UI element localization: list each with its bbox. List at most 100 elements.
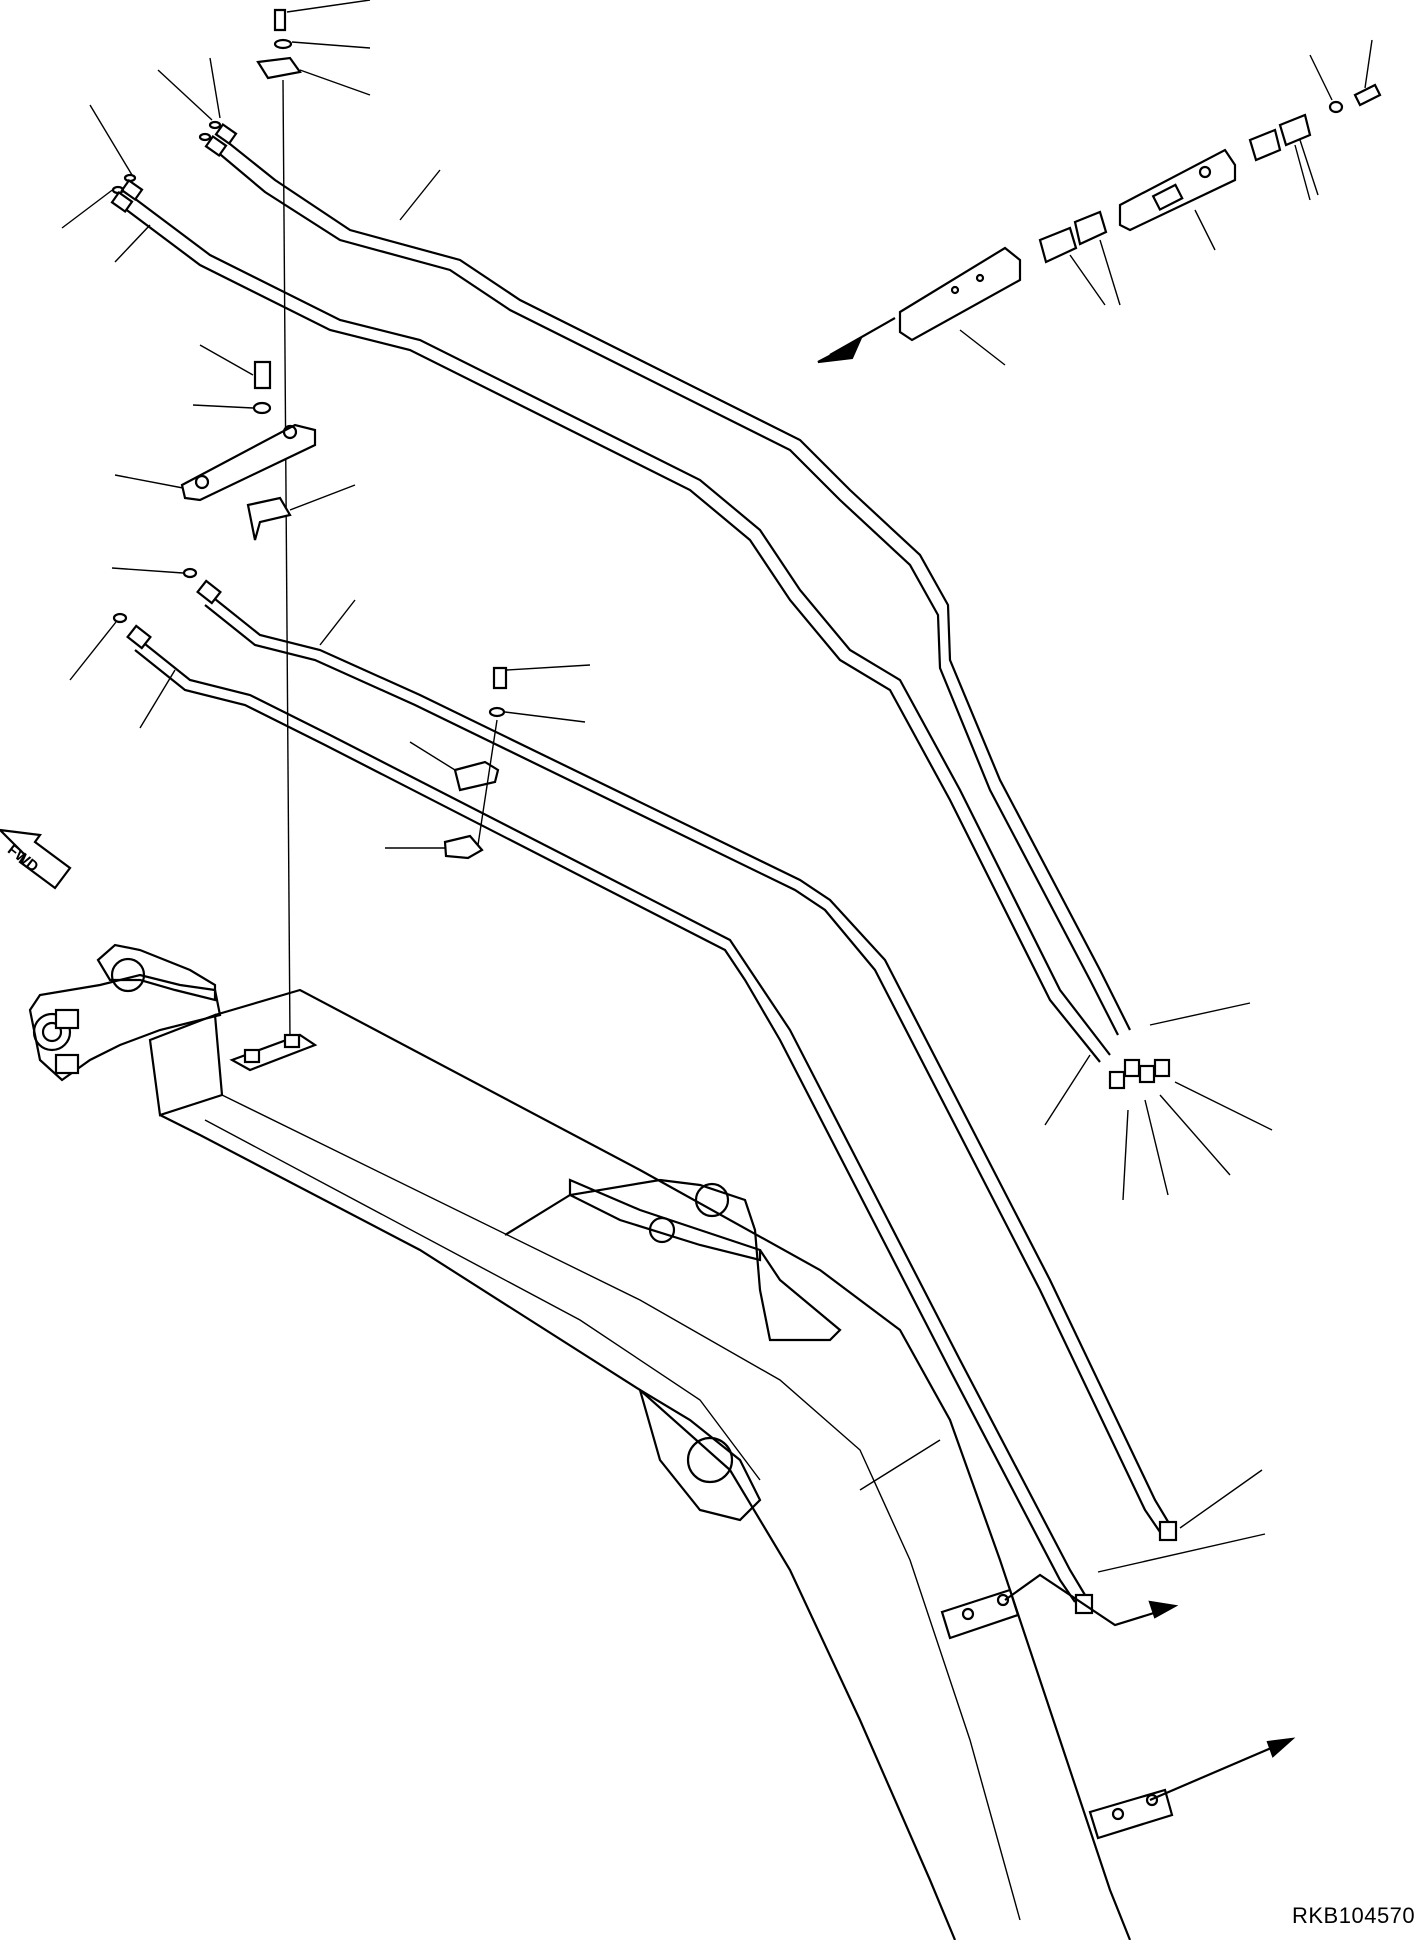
pipe-upper-3 [129,194,1111,1056]
leader-9 [399,169,441,221]
fitting-lower-2 [1138,1064,1156,1084]
arm-cylinder-bracket-plate [568,1178,762,1262]
leader-31 [1044,1054,1091,1126]
leader-26 [1294,144,1311,201]
leader-11 [192,404,254,409]
detail-block-mid-hole [1198,165,1212,179]
washer-low [488,706,506,718]
leader-lines [61,0,1373,1573]
leader-2 [291,41,371,49]
fitting-lower-pipe-3 [1158,1520,1178,1542]
section-arrow-2-line [1149,1740,1286,1802]
washer-mid [252,401,272,415]
clamp-low-1 [453,760,500,792]
boom-panel-line-2 [204,1119,761,1481]
leader-10 [199,344,254,376]
leader-4 [157,69,213,121]
leader-15 [69,621,117,681]
leader-34 [1159,1094,1231,1176]
boom-joint-line [859,1439,941,1491]
leader-29 [1364,39,1373,89]
bolt-mid [253,360,272,390]
fwd-arrow [0,828,72,890]
arm-cylinder-pin-2 [648,1216,676,1244]
boom-foot-upper-pin [110,957,146,993]
pipe-lower-1 [209,594,1171,1526]
leader-1 [286,0,371,13]
fitting-lower-pipe-1 [196,579,222,605]
boom-foot-bracket [28,973,222,1082]
boom-mid-lug-hole [686,1436,734,1484]
fitting-lower-3 [1153,1058,1171,1078]
boom-body-upper-edge [214,988,1132,1941]
leader-17 [319,599,356,646]
pipe-lower-4 [134,649,1076,1603]
section-arrow-2-head [1266,1737,1296,1758]
assembly-centerline-1 [282,79,291,1041]
pipe-lower-3 [139,639,1086,1596]
detail-spacer-3 [1248,128,1282,162]
fwd-arrow-icon [0,828,72,890]
arm-cylinder-bracket [504,1178,842,1342]
fitting-upper-3 [120,178,144,202]
leader-3 [299,69,371,96]
leader-13 [289,484,356,511]
section-arrow-1-line [1004,1573,1171,1627]
boom-mid-lug [638,1387,762,1522]
boom-foot-block-2 [54,1053,80,1075]
fitting-lower-pipe-2 [126,624,152,650]
pipe-upper-2 [214,149,1119,1036]
leader-33 [1144,1099,1169,1196]
boom-panel-line [221,1094,1021,1921]
leader-30 [1149,1002,1251,1026]
boom-foot-block-1 [54,1008,80,1030]
detail-block-left [898,246,1022,342]
leader-35 [1174,1081,1273,1131]
boom [28,943,1132,1941]
boom-foot-pin-hole [32,1012,72,1052]
clamp-plate-hole-2 [282,424,298,440]
leader-37 [1097,1533,1266,1573]
boom-foot-pin-hole-inner [41,1021,63,1043]
washer-top [273,38,293,50]
o-ring-1 [208,120,222,130]
o-ring-3 [123,173,137,183]
detail-arrow-head [817,337,863,364]
leader-22 [959,329,1006,366]
leader-24 [1099,239,1121,306]
bolt-low [492,666,508,690]
leader-7 [61,187,116,229]
leader-16 [139,669,176,729]
leader-18 [506,664,591,671]
leader-20 [409,741,456,771]
leader-8 [114,224,151,263]
boom-clamp-plate-2-bolt-2 [1145,1793,1159,1807]
boom-clamp-plate-2 [1088,1788,1174,1840]
fitting-lower-4 [1108,1070,1126,1090]
section-arrow-1-head [1148,1600,1179,1619]
boom-body-lower-edge [159,1114,957,1941]
clamp-top [256,56,302,80]
leader-28 [1309,54,1333,101]
leader-14 [111,567,184,574]
leader-32 [1122,1109,1129,1201]
detail-spacer-4 [1278,113,1312,147]
detail-spacer-1 [1038,226,1078,264]
leader-27 [1299,139,1319,196]
leader-5 [209,57,221,119]
leader-25 [1194,209,1216,251]
fitting-upper-1 [214,122,238,146]
arm-cylinder-pin-1 [694,1182,730,1218]
leader-23 [1069,254,1106,306]
drawing-number: RKB104570 [1292,1903,1416,1928]
clamp-plate-hole-1 [194,474,210,490]
clamp-bracket-mid [246,496,292,541]
o-ring-2 [198,132,212,142]
boom-foot-upper-lug [96,943,217,1002]
pipe-upper-4 [119,204,1101,1063]
detail-bolt [1353,83,1382,107]
fitting-upper-4 [110,190,134,214]
fitting-upper-2 [204,134,228,158]
detail-assembly [817,83,1382,364]
